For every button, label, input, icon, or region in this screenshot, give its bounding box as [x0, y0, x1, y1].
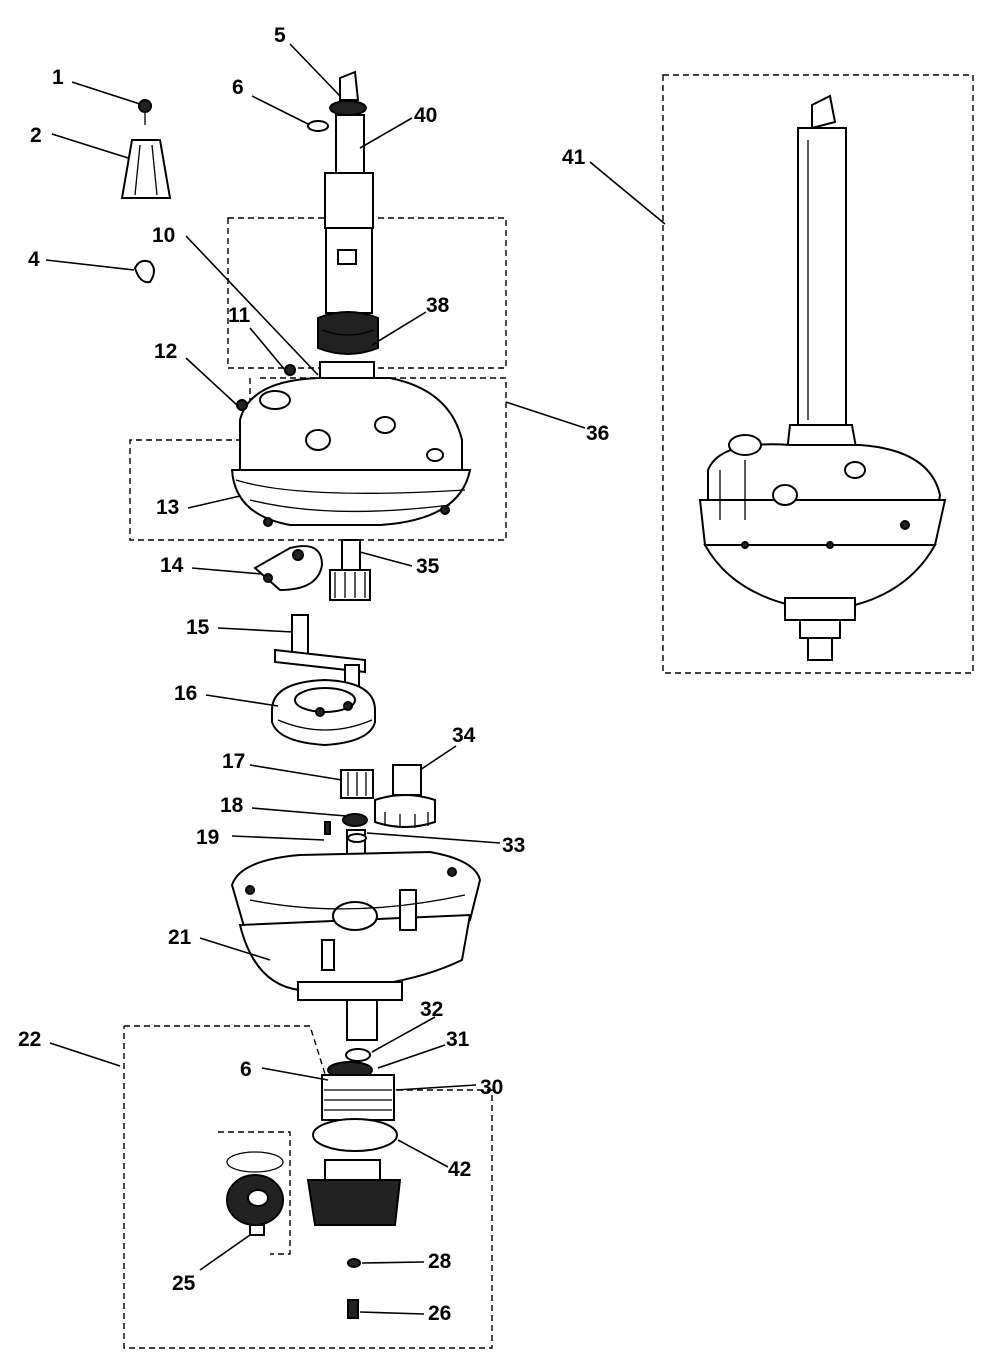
callout-30: 30 — [480, 1076, 503, 1099]
lower-housing — [230, 850, 482, 1001]
callout-21: 21 — [168, 926, 192, 949]
callout-2: 2 — [30, 124, 42, 147]
callout-16: 16 — [174, 682, 197, 705]
callout-32: 32 — [420, 998, 443, 1021]
callout-11: 11 — [228, 304, 251, 327]
callout-18: 18 — [220, 794, 244, 817]
callout-15: 15 — [186, 616, 210, 639]
group-25-bracket — [218, 1131, 291, 1255]
callout-40: 40 — [414, 104, 437, 127]
callout-1: 1 — [52, 66, 64, 89]
callout-42: 42 — [448, 1158, 471, 1181]
callout-25: 25 — [172, 1272, 196, 1295]
callout-41: 41 — [562, 146, 586, 169]
callout-36: 36 — [586, 422, 609, 445]
callout-5: 5 — [274, 24, 286, 47]
leader-lines — [45, 43, 666, 1315]
bottom-parts — [226, 999, 402, 1319]
callout-34: 34 — [452, 724, 476, 747]
callout-26: 26 — [428, 1302, 451, 1325]
top-parts — [120, 70, 379, 431]
callout-35: 35 — [416, 555, 440, 578]
group-10-dashed-box — [227, 217, 507, 369]
callout-14: 14 — [160, 554, 184, 577]
callout-22: 22 — [18, 1028, 41, 1051]
callout-12: 12 — [154, 340, 177, 363]
callout-6-bottom: 6 — [240, 1058, 252, 1081]
callout-6-top: 6 — [232, 76, 244, 99]
callout-38: 38 — [426, 294, 450, 317]
complete-transmission-assembly — [698, 94, 947, 661]
assembly-41-dashed-box — [662, 74, 974, 674]
transmission-housing — [230, 364, 472, 601]
callout-10: 10 — [152, 224, 175, 247]
callout-28: 28 — [428, 1250, 452, 1273]
callout-19: 19 — [196, 826, 219, 849]
callout-17: 17 — [222, 750, 245, 773]
callout-4: 4 — [28, 248, 40, 271]
callout-labels: 1 2 4 5 6 40 41 10 11 38 12 36 13 14 35 … — [18, 24, 609, 1325]
callout-33: 33 — [502, 834, 525, 857]
callout-31: 31 — [446, 1028, 470, 1051]
group-22-dashed-box — [123, 1025, 493, 1349]
callout-13: 13 — [156, 496, 179, 519]
